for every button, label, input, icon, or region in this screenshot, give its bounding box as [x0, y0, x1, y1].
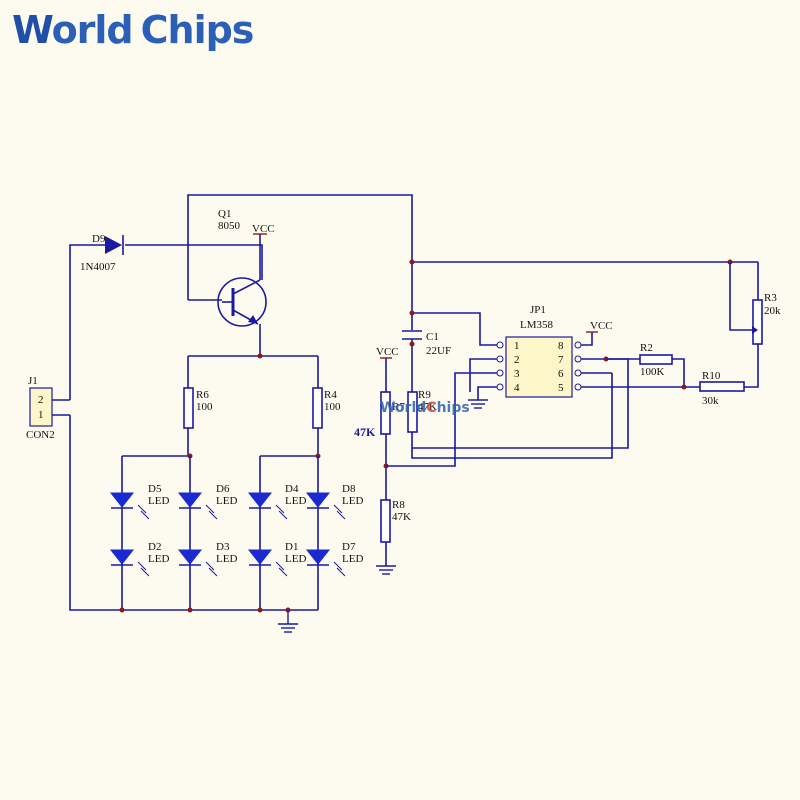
- vcc-label-q1: VCC: [252, 223, 275, 235]
- wire-d9-left: [69, 244, 105, 400]
- jp1-pin8: 8: [558, 340, 564, 352]
- led-d1-ref: D1: [285, 541, 298, 553]
- jp1-pins: [496, 341, 582, 391]
- jp1-ref: JP1: [530, 304, 546, 316]
- r7-ref: R7: [392, 401, 405, 413]
- led-d3-value: LED: [216, 553, 237, 565]
- ground-symbol-r8: [376, 565, 396, 575]
- led-d4-value: LED: [285, 495, 306, 507]
- r3-ref: R3: [764, 292, 777, 304]
- r7-value: 47K: [354, 425, 376, 439]
- jp1-pin2: 2: [514, 354, 520, 366]
- r10-value: 30k: [702, 395, 719, 407]
- j1-ref: J1: [28, 375, 38, 387]
- j1-pin2: 2: [38, 394, 44, 406]
- d9-diode: [105, 235, 124, 255]
- led-d8-value: LED: [342, 495, 363, 507]
- wire-d9-right: [125, 244, 263, 280]
- led-light-arrows: [137, 504, 346, 577]
- jp1-pin1: 1: [514, 340, 520, 352]
- ground-symbol-jp1: [468, 399, 488, 409]
- led-d8-ref: D8: [342, 483, 356, 495]
- led-d5: [109, 492, 135, 509]
- j1-connector: [29, 387, 53, 427]
- j1-value: CON2: [26, 429, 55, 441]
- r9-ref: R9: [418, 389, 431, 401]
- led-d2-value: LED: [148, 553, 169, 565]
- led-d8: [305, 492, 331, 509]
- r6-resistor: [183, 387, 194, 429]
- d9-ref: D9: [92, 233, 106, 245]
- q1-value: 8050: [218, 220, 241, 232]
- jp1-value: LM358: [520, 319, 554, 331]
- r3-value: 20k: [764, 305, 781, 317]
- led-d5-value: LED: [148, 495, 169, 507]
- r10-resistor: [699, 381, 745, 392]
- vcc-label-r7: VCC: [376, 346, 399, 358]
- r8-resistor: [380, 499, 391, 543]
- q1-transistor: [217, 277, 267, 327]
- jp1-lm358-chip: [505, 336, 573, 398]
- jp1-pin6: 6: [558, 368, 564, 380]
- jp1-pin7: 7: [558, 354, 564, 366]
- ground-symbol-leds: [278, 610, 298, 633]
- led-d6-value: LED: [216, 495, 237, 507]
- jp1-pin4: 4: [514, 382, 520, 394]
- led-d4-ref: D4: [285, 483, 299, 495]
- r8-ref: R8: [392, 499, 405, 511]
- led-d4: [247, 492, 273, 509]
- r4-value: 100: [324, 401, 341, 413]
- r4-ref: R4: [324, 389, 337, 401]
- j1-pin1: 1: [38, 409, 44, 421]
- led-d3-ref: D3: [216, 541, 230, 553]
- led-d2: [109, 549, 135, 566]
- led-d6: [177, 492, 203, 509]
- r8-value: 47K: [392, 511, 411, 523]
- r4-resistor: [312, 387, 323, 429]
- led-d7-ref: D7: [342, 541, 356, 553]
- r2-ref: R2: [640, 342, 653, 354]
- r6-ref: R6: [196, 389, 209, 401]
- q1-ref: Q1: [218, 208, 231, 220]
- d9-value: 1N4007: [80, 261, 116, 273]
- r2-resistor: [639, 354, 673, 365]
- led-d3: [177, 549, 203, 566]
- r10-ref: R10: [702, 370, 721, 382]
- r3-potentiometer: [752, 299, 763, 345]
- led-d7: [305, 549, 331, 566]
- c1-ref: C1: [426, 331, 439, 343]
- vcc-label-jp1: VCC: [590, 320, 613, 332]
- led-d1: [247, 549, 273, 566]
- led-d7-value: LED: [342, 553, 363, 565]
- jp1-pin3: 3: [514, 368, 520, 380]
- c1-value: 22UF: [426, 345, 451, 357]
- worldchips-watermark: WorldChips: [380, 400, 470, 416]
- r9-value: 47K: [418, 401, 437, 413]
- led-d5-ref: D5: [148, 483, 162, 495]
- led-d1-value: LED: [285, 553, 306, 565]
- wire-bottom-bus: [69, 415, 318, 611]
- led-d6-ref: D6: [216, 483, 230, 495]
- r6-value: 100: [196, 401, 213, 413]
- led-d2-ref: D2: [148, 541, 161, 553]
- c1-capacitor: [402, 330, 422, 340]
- jp1-pin5: 5: [558, 382, 564, 394]
- r2-value: 100K: [640, 366, 665, 378]
